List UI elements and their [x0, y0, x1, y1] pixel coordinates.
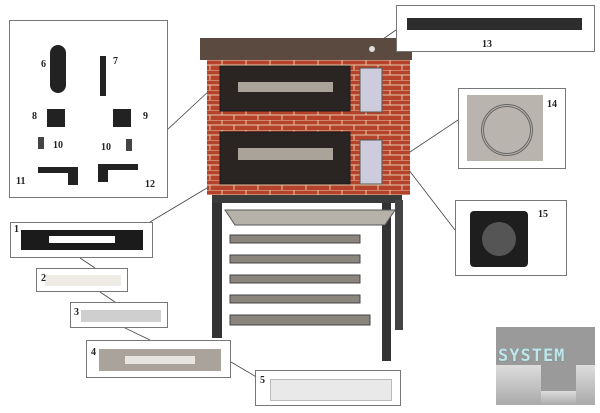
label-6: 6: [41, 59, 46, 70]
part-13-top-panel: [407, 18, 582, 30]
label-8: 8: [32, 111, 37, 122]
system-logo: [496, 327, 595, 405]
part-9: [113, 109, 131, 127]
part-3-box: 3: [70, 302, 168, 328]
part-1-frame: [21, 230, 143, 250]
label-2: 2: [41, 273, 46, 284]
label-7: 7: [113, 56, 118, 67]
part-4-box: 4: [86, 340, 231, 378]
oven: [200, 38, 412, 361]
part-6-handle: [50, 45, 66, 93]
part-13-box: 13: [396, 5, 595, 52]
part-4-frame: [99, 349, 221, 371]
part-15-box: 15: [455, 200, 567, 276]
part-10b: [126, 139, 132, 151]
part-3-glass: [81, 310, 161, 322]
label-3: 3: [74, 307, 79, 318]
label-11: 11: [16, 176, 26, 187]
label-14: 14: [547, 99, 557, 110]
label-5: 5: [260, 375, 265, 386]
label-4: 4: [91, 347, 96, 358]
part-2-glass: [45, 275, 121, 286]
part-15-fan: [470, 211, 528, 267]
part-11-bracket: [38, 167, 78, 185]
part-14-fan-grille: [467, 95, 543, 161]
part-2-box: 2: [36, 268, 128, 292]
part-12-bracket: [98, 164, 138, 182]
part-5-gasket: [270, 379, 392, 401]
part-10a: [38, 137, 44, 149]
label-15: 15: [538, 209, 548, 220]
part-5-box: 5: [255, 370, 401, 406]
small-parts-box: 6 7 8 9 10 10 11 12: [9, 20, 168, 198]
label-12: 12: [145, 179, 155, 190]
label-9: 9: [143, 111, 148, 122]
label-10a: 10: [53, 140, 63, 151]
part-8: [47, 109, 65, 127]
part-1-box: 1: [10, 222, 153, 258]
part-7-rod: [100, 56, 106, 96]
label-1: 1: [14, 224, 19, 235]
part-14-box: 14: [458, 88, 566, 169]
logo-text: SYSTEM: [498, 346, 566, 366]
label-10b: 10: [101, 142, 111, 153]
leader-lines: [79, 29, 459, 379]
label-13: 13: [482, 39, 492, 50]
